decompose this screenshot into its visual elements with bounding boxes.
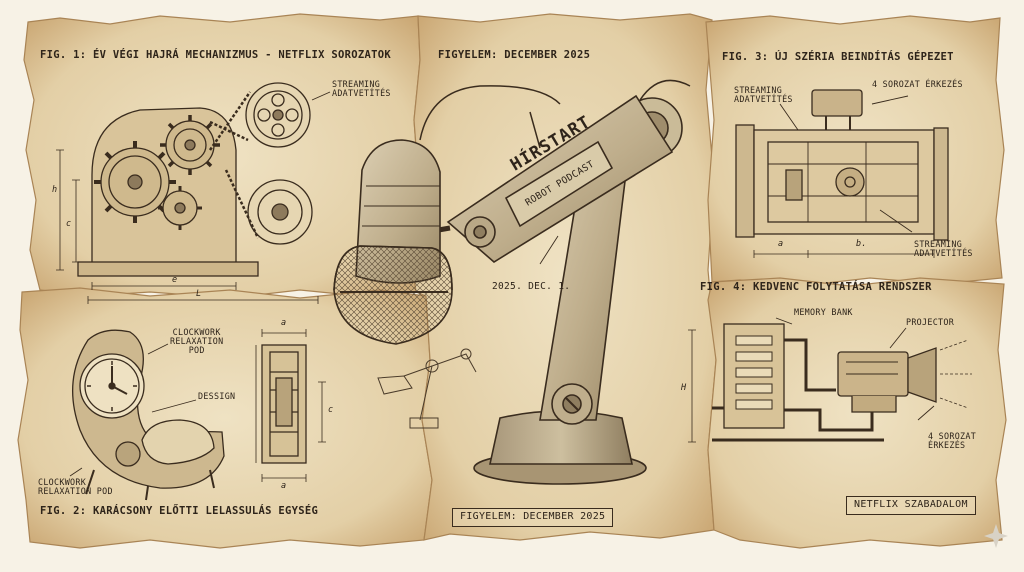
fig4-title: FIG. 4: KEDVENC FOLYTATÁSA RENDSZER [700,281,932,293]
fig3-machine [735,89,949,258]
fig3-dim-b: b. [856,239,867,249]
footer-patent-box: NETFLIX SZABADALOM [846,496,976,515]
fig4-four-series-line2: ÉRKEZÉS [928,439,966,450]
fig4-pipes [712,338,884,442]
fig2-pod-line3: POD [188,344,205,355]
fig1-dim-c: c [66,219,72,229]
fig4-four-series: 4 SOROZAT ÉRKEZÉS [928,432,976,450]
fig2-pod-line2: RELAXATION [170,335,224,346]
fig2-dim-a-bottom: a [281,481,287,491]
pod-small-gear [115,441,141,467]
fig1-base [77,261,259,277]
fig3-streaming-left-line1: STREAMING [734,85,783,95]
fig3-streaming-right-line2: ADATVETÍTÉS [914,247,973,258]
fig3-dim-a: a [778,239,784,249]
fig3-right-plate [933,127,949,241]
robot-date: 2025. DEC. 1. [492,281,571,292]
fig4-system [688,317,972,443]
fig3-four-series: 4 SOROZAT ÉRKEZÉS [872,79,963,89]
fig4-four-series-line1: 4 SOROZAT [928,431,977,441]
fig2-title: FIG. 2: KARÁCSONY ELŐTTI LELASSULÁS EGYS… [40,505,319,517]
fig1-mechanism [56,82,331,304]
fig1-title: FIG. 1: ÉV VÉGI HAJRÁ MECHANIZMUS - NETF… [40,49,391,61]
fig1-streaming-label: STREAMING ADATVETÍTÉS [332,80,391,98]
fig1-gear-small [158,186,202,230]
fig3-streaming-right: STREAMING ADATVETÍTÉS [914,240,973,258]
fig1-reel-top [245,82,311,148]
fig2-pod-bottom-line2: RELAXATION POD [38,485,113,496]
fig1-streaming-line2: ADATVETÍTÉS [332,87,391,98]
fig1-dim-e: e [172,275,178,285]
fig3-left-flange [735,124,755,238]
fig2-section-drawing [255,329,326,482]
fig2-mini-arm-sketch [377,348,477,429]
fig1-dimension-lines [56,149,319,304]
pod-legs [85,469,215,501]
fig1-reel-bottom [247,179,313,245]
microphone [333,139,453,345]
fig2-pod-bottom-line1: CLOCKWORK [38,477,87,487]
fig3-streaming-left-line2: ADATVETÍTÉS [734,93,793,104]
fig3-dimension-lines [753,250,935,258]
memory-bank-ribs [735,335,773,410]
fig3-leaders [779,95,913,233]
fig4-dimension-h [688,329,696,443]
robot-date-leader [539,235,559,265]
fig1-dim-l: L [196,289,202,299]
fig1-gear-large [94,141,176,223]
fig1-gear-top [160,115,220,175]
fig2-leaders [69,343,197,477]
pod-clock-face [79,353,145,419]
fig2-dim-c: c [328,405,334,415]
watermark-sparkle-icon [984,524,1008,548]
fig2-pod-line1: CLOCKWORK [172,327,221,337]
fig3-top-motor [811,89,863,117]
projector-rays [939,339,972,409]
fig4-projector: PROJECTOR [906,317,955,327]
fig4-memory-bank: MEMORY BANK [794,307,853,317]
robot-cable [419,79,691,149]
projector-stand [851,396,897,413]
fig1-leader-streaming [311,91,331,101]
fig1-dim-h: h [52,185,58,195]
fig2-dim-a-top: a [281,318,287,328]
fig2-pod-label: CLOCKWORK RELAXATION POD [170,328,223,354]
fig3-streaming-right-line1: STREAMING [914,239,963,249]
fig2-design-label: DESSIGN [198,391,236,401]
fig3-streaming-left: STREAMING ADATVETÍTÉS [734,86,793,104]
fig3-title: FIG. 3: ÚJ SZÉRIA BEINDÍTÁS GÉPEZET [722,51,954,63]
robot-nameplate [504,140,614,228]
fig4-leaders [775,317,935,421]
fig2-pod-label-bottom: CLOCKWORK RELAXATION POD [38,478,113,496]
projector-lens [907,347,937,403]
header-center-title: FIGYELEM: DECEMBER 2025 [438,49,591,61]
pod-cushion [141,419,215,465]
fig1-film-strip [208,91,260,239]
robot-arm [333,79,691,485]
footer-center-box: FIGYELEM: DECEMBER 2025 [452,508,614,527]
fig1-streaming-line1: STREAMING [332,79,381,89]
fig2-clockwork-pod [69,329,477,501]
fig4-dim-h: H [681,383,687,393]
